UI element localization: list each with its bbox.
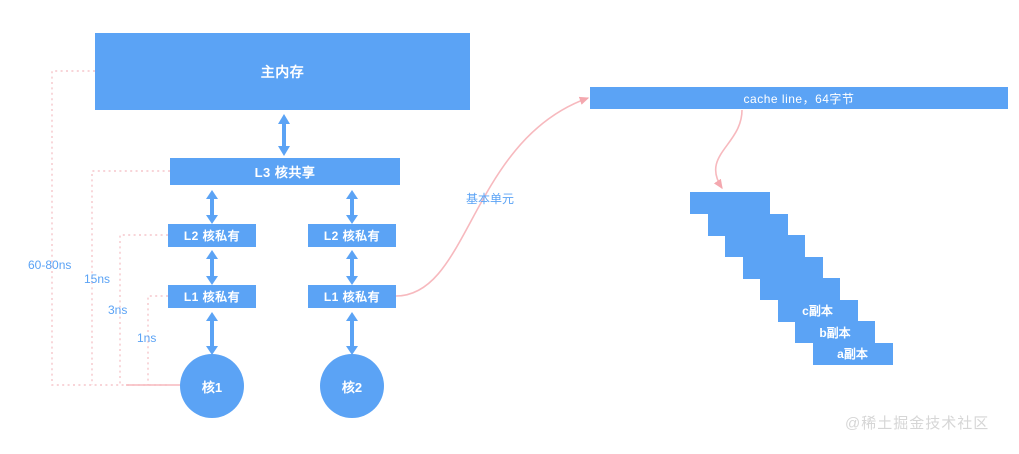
cache-copy-block-3 xyxy=(725,235,805,257)
l2-cache-core1-block: L2 核私有 xyxy=(168,224,256,247)
cache-copy-block-c副本: c副本 xyxy=(777,299,858,322)
main-memory-block: 主内存 xyxy=(95,33,470,110)
cache-copy-block-4 xyxy=(742,256,823,279)
cache-copy-block-a副本: a副本 xyxy=(812,342,893,365)
cache-line-to-copies-arrow xyxy=(713,109,743,190)
cache-copy-block-5 xyxy=(760,278,840,300)
l1-cache-core1-block: L1 核私有 xyxy=(168,285,256,308)
latency-label-l2: 3ns xyxy=(108,303,128,317)
watermark-label: @稀土掘金技术社区 xyxy=(845,415,990,432)
basic-unit-label: 基本单元 xyxy=(466,192,515,206)
l2-cache-core2-block: L2 核私有 xyxy=(308,224,396,247)
latency-label-main-memory: 60-80ns xyxy=(28,258,72,272)
l3-cache-block: L3 核共享 xyxy=(170,158,400,185)
latency-label-l3: 15ns xyxy=(84,272,111,286)
latency-label-l1: 1ns xyxy=(137,331,157,345)
cache-copy-block-b副本: b副本 xyxy=(795,321,875,343)
cpu-core-1: 核1 xyxy=(180,354,244,418)
cache-copy-block-1 xyxy=(690,192,770,214)
cache-copy-block-2 xyxy=(707,213,788,236)
cpu-core-2: 核2 xyxy=(320,354,384,418)
cache-line-block: cache line，64字节 xyxy=(590,87,1008,109)
l1-cache-core2-block: L1 核私有 xyxy=(308,285,396,308)
